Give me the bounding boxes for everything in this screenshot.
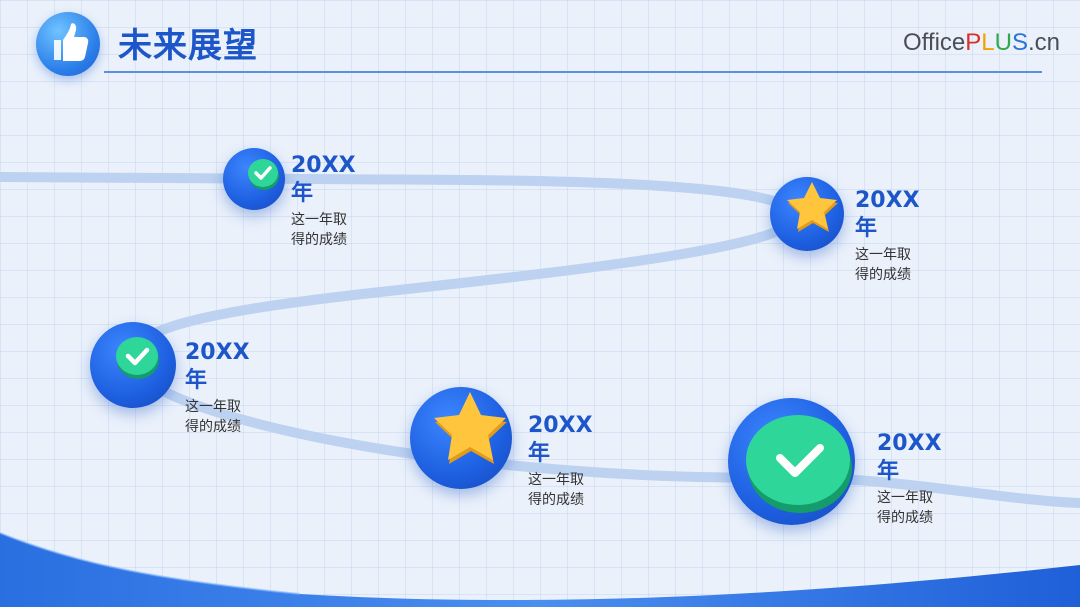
- milestone-year: 20XX年: [528, 413, 593, 466]
- check-icon: [248, 159, 279, 190]
- milestone-node: [223, 148, 285, 210]
- milestone-node: [410, 387, 512, 489]
- milestone-node: [728, 398, 855, 525]
- check-icon: [116, 337, 159, 379]
- check-icon: [746, 415, 852, 513]
- milestone-year: 20XX年: [185, 340, 250, 393]
- milestone-node: [90, 322, 176, 408]
- milestone-year: 20XX年: [877, 431, 942, 484]
- milestone-desc: 这一年取得的成绩: [528, 472, 584, 508]
- star-icon: [787, 182, 838, 232]
- milestone-year: 20XX年: [855, 188, 920, 241]
- milestone-desc: 这一年取得的成绩: [185, 399, 241, 435]
- milestone-desc: 这一年取得的成绩: [877, 490, 933, 526]
- bottom-wave: [0, 533, 1080, 607]
- milestone-year: 20XX年: [291, 153, 356, 206]
- milestone-node: [770, 177, 844, 251]
- milestone-desc: 这一年取得的成绩: [291, 212, 347, 248]
- milestone-desc: 这一年取得的成绩: [855, 247, 911, 283]
- star-icon: [434, 392, 507, 464]
- brand-logo: OfficePLUS.cn: [903, 29, 1060, 56]
- thumbs-up-icon: [36, 12, 100, 76]
- bottom-wave-highlight: [0, 532, 301, 595]
- header-divider: [104, 71, 1042, 73]
- page-title: 未来展望: [118, 26, 258, 66]
